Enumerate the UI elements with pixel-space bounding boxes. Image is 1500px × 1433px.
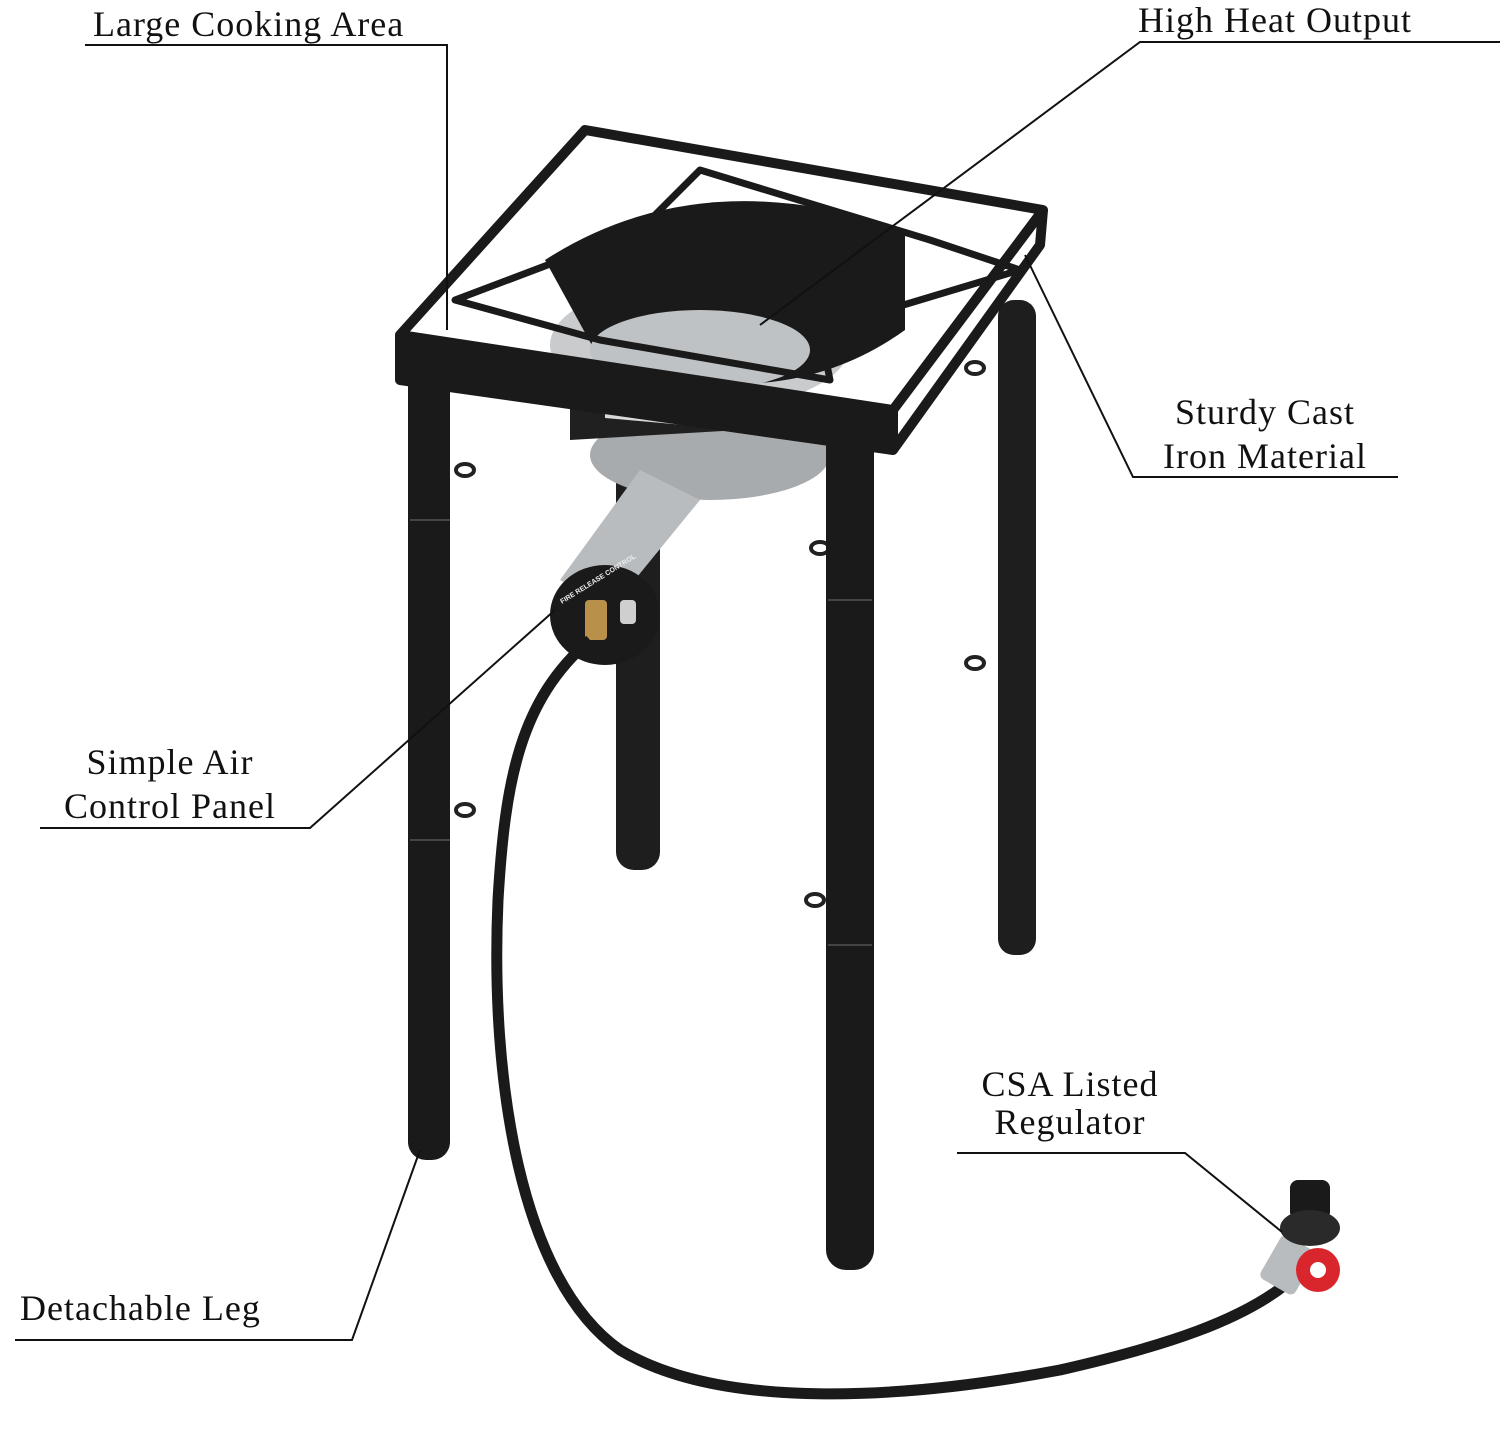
callout-air-control: Simple Air Control Panel (40, 740, 300, 828)
callout-large-cooking-area: Large Cooking Area (93, 4, 405, 44)
callout-lines (15, 41, 1500, 1341)
callout-line-2: Regulator (994, 1102, 1146, 1142)
regulator (1260, 1180, 1340, 1295)
callout-line-2: Control Panel (64, 786, 276, 826)
front-left-leg (408, 360, 450, 1160)
gas-hose (491, 635, 1289, 1400)
back-right-leg (998, 300, 1036, 955)
leg-hooks (454, 360, 986, 908)
cooking-frame (395, 125, 1048, 455)
callout-csa-regulator: CSA Listed Regulator (950, 1065, 1190, 1141)
callout-line-1: CSA Listed (981, 1064, 1159, 1104)
callout-detachable-leg: Detachable Leg (20, 1288, 261, 1328)
callout-line-1: Simple Air (86, 742, 254, 782)
callout-sturdy-cast-iron: Sturdy Cast Iron Material (1140, 390, 1390, 478)
callout-high-heat-output: High Heat Output (1138, 0, 1412, 40)
callout-line-2: Iron Material (1163, 436, 1367, 476)
front-right-leg (826, 410, 874, 1270)
callout-line-1: Sturdy Cast (1174, 392, 1355, 432)
